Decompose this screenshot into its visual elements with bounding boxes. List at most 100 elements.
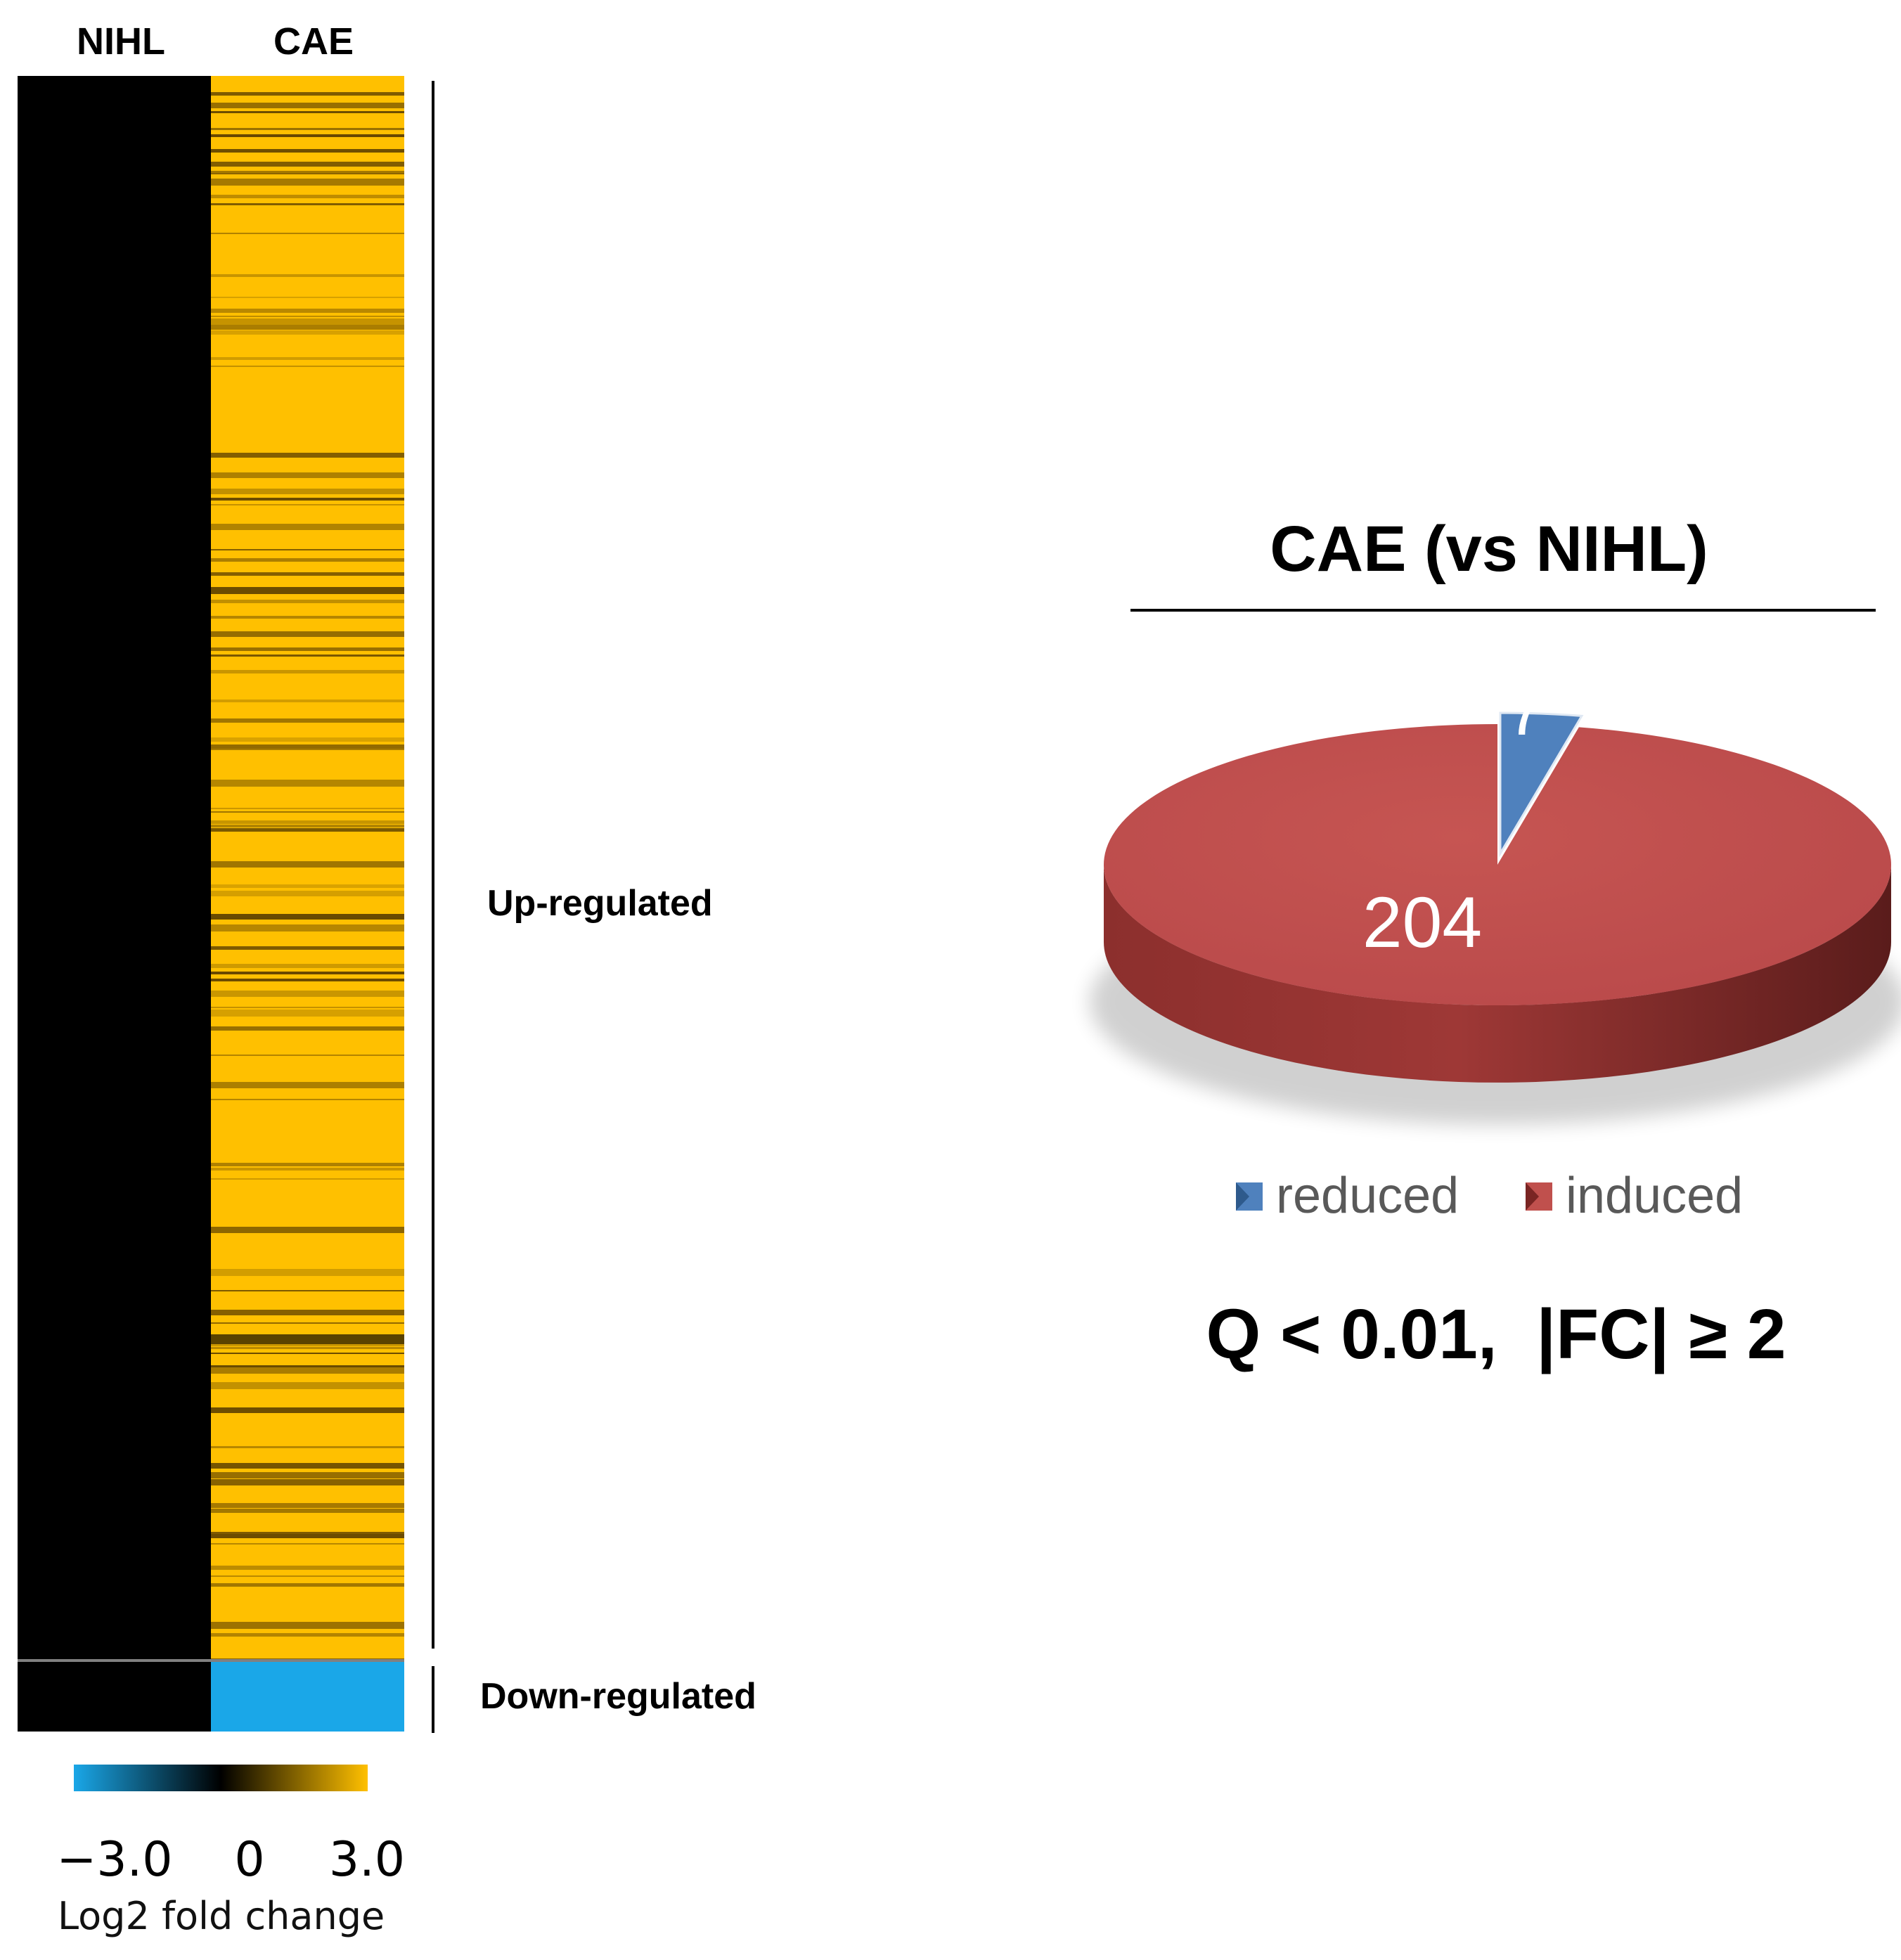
heatmap-row (211, 1353, 404, 1354)
heatmap-row (211, 1082, 404, 1088)
heatmap-cae-row-stripes (211, 92, 404, 1659)
heatmap-row (211, 179, 404, 186)
heatmap-row (211, 297, 404, 298)
heatmap-row (211, 149, 404, 153)
heatmap-row (211, 1622, 404, 1629)
heatmap-row (211, 1633, 404, 1637)
heatmap-row (211, 811, 404, 813)
heatmap-row (211, 1446, 404, 1448)
heatmap-row (211, 128, 404, 130)
heatmap-row (211, 655, 404, 657)
heatmap-cell-nihl-up (18, 76, 211, 1659)
heatmap-row (211, 549, 404, 550)
heatmap-row (211, 718, 404, 723)
pie-legend: reduced induced (1236, 1168, 1743, 1224)
heatmap-row (211, 924, 404, 931)
heatmap-row (211, 134, 404, 137)
heatmap-row (211, 820, 404, 824)
significance-criteria: Q < 0.01, |FC| ≥ 2 (1206, 1295, 1786, 1374)
pie-slice-induced (1103, 724, 1891, 1005)
heatmap-row (211, 1365, 404, 1367)
heatmap-row (211, 1269, 404, 1276)
pie-data-label-reduced: 7 (1506, 671, 1545, 750)
heatmap-row (211, 587, 404, 594)
heatmap-row (211, 744, 404, 749)
heatmap-row (211, 498, 404, 501)
colorbar-label: Log2 fold change (58, 1894, 385, 1938)
heatmap-row (211, 1163, 404, 1166)
heatmap-row (211, 1227, 404, 1233)
heatmap-row (211, 162, 404, 167)
heatmap-row (211, 1347, 404, 1349)
heatmap-row (211, 699, 404, 702)
heatmap-row (211, 92, 404, 96)
heatmap-row (211, 1658, 404, 1659)
heatmap-row (211, 891, 404, 896)
heatmap-row (211, 316, 404, 317)
legend-label-reduced: reduced (1276, 1168, 1459, 1224)
heatmap-row (211, 1503, 404, 1508)
heatmap-row (211, 828, 404, 832)
pie-slice-reduced (1499, 711, 1584, 858)
heatmap-row (211, 1322, 404, 1324)
heatmap-row (211, 780, 404, 787)
pie-data-label-induced: 204 (1362, 882, 1482, 962)
heatmap-row (211, 861, 404, 868)
heatmap-row (211, 195, 404, 198)
heatmap-row (211, 453, 404, 458)
heatmap: NIHL CAE Up-regulated Down-regulated −3.… (18, 20, 756, 1938)
heatmap-row (211, 1055, 404, 1056)
heatmap-row (211, 825, 404, 827)
heatmap-row (211, 972, 404, 974)
heatmap-row (211, 103, 404, 108)
heatmap-column-label: NIHL (77, 20, 165, 63)
heatmap-row (211, 325, 404, 330)
pie-title: CAE (vs NIHL) (1270, 513, 1708, 585)
heatmap-row (211, 1334, 404, 1344)
heatmap-row (211, 1472, 404, 1478)
pie-chart: CAE (vs NIHL) 7 204 reduced induced Q < … (1090, 513, 1901, 1374)
heatmap-row (211, 914, 404, 920)
heatmap-row (211, 1007, 404, 1008)
heatmap-row (211, 670, 404, 673)
heatmap-row (211, 330, 404, 335)
heatmap-row (211, 1479, 404, 1485)
legend-label-induced: induced (1566, 1168, 1743, 1224)
heatmap-row (211, 749, 404, 750)
heatmap-row (211, 489, 404, 494)
heatmap-row (211, 737, 404, 742)
heatmap-row (211, 524, 404, 530)
heatmap-row (211, 1407, 404, 1413)
heatmap-row (211, 318, 404, 325)
heatmap-row (211, 1310, 404, 1315)
heatmap-row (211, 647, 404, 651)
heatmap-row (211, 472, 404, 478)
heatmap-row (211, 808, 404, 809)
heatmap-row (211, 203, 404, 205)
heatmap-row (211, 173, 404, 174)
heatmap-row (211, 357, 404, 360)
heatmap-row (211, 309, 404, 313)
heatmap-row (211, 600, 404, 603)
heatmap-row (211, 1583, 404, 1587)
heatmap-row (211, 1343, 404, 1346)
heatmap-row (211, 1575, 404, 1577)
legend-swatch-reduced-facet (1236, 1182, 1249, 1211)
heatmap-row (211, 274, 404, 277)
heatmap-row (211, 1532, 404, 1534)
heatmap-row (211, 111, 404, 113)
colorbar-tick-label: −3.0 (56, 1832, 172, 1888)
heatmap-row (211, 366, 404, 367)
legend-swatch-induced-facet (1526, 1182, 1539, 1211)
heatmap-row (211, 1463, 404, 1469)
heatmap-row (211, 1010, 404, 1017)
heatmap-row (211, 1367, 404, 1374)
heatmap-row (211, 884, 404, 888)
heatmap-row (211, 946, 404, 950)
heatmap-cell-cae-down (211, 1662, 404, 1732)
heatmap-row (211, 1534, 404, 1538)
heatmap-row (211, 616, 404, 619)
heatmap-cell-nihl-down (18, 1662, 211, 1732)
heatmap-row (211, 1026, 404, 1031)
